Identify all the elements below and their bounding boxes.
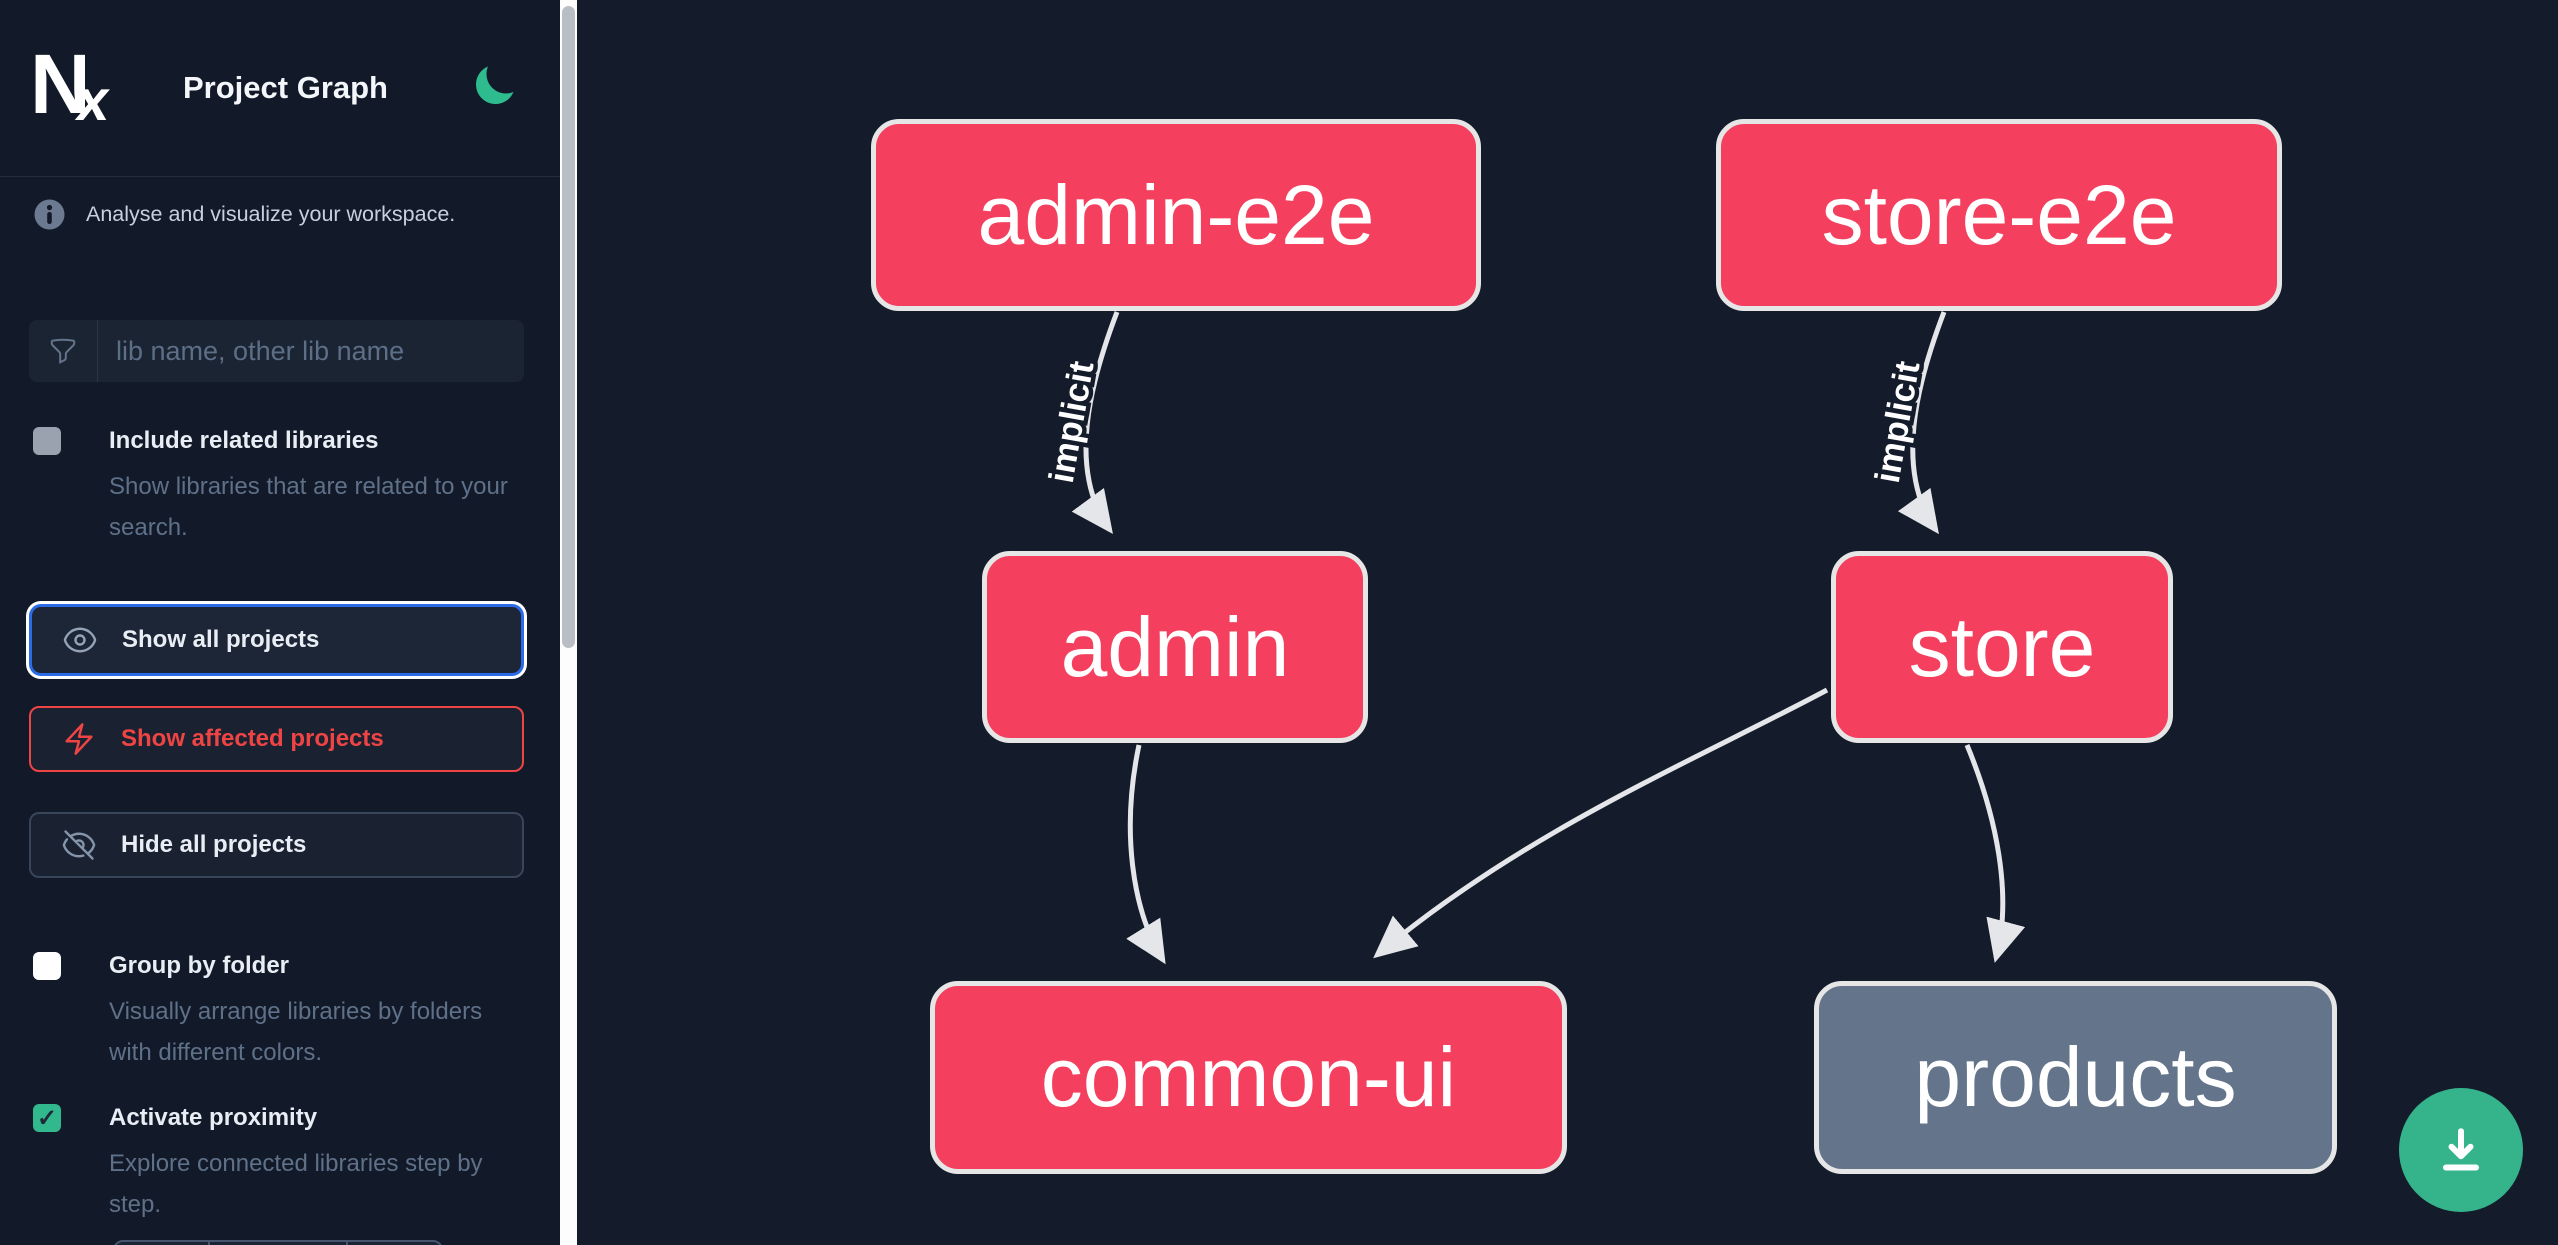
activate-proximity-description: Explore connected libraries step by step… xyxy=(109,1150,483,1218)
edge-store-common-ui xyxy=(1373,687,1829,959)
edge-label-implicit-1: implicit xyxy=(1042,358,1102,486)
node-common-ui[interactable]: common-ui xyxy=(930,981,1567,1174)
activate-proximity-row: ✓ Activate proximity Explore connected l… xyxy=(33,1103,533,1225)
moon-icon xyxy=(476,66,514,104)
activate-proximity-checkbox[interactable]: ✓ xyxy=(33,1104,61,1132)
project-graph-canvas[interactable]: implicit implicit admin-e2e store-e2e ad… xyxy=(577,0,2558,1245)
search-box xyxy=(29,320,524,382)
edge-label-implicit-2: implicit xyxy=(1868,358,1928,486)
search-icon-cell xyxy=(29,320,98,382)
bolt-icon xyxy=(65,723,93,755)
proximity-stepper[interactable] xyxy=(113,1240,443,1245)
info-icon xyxy=(34,199,65,230)
funnel-icon xyxy=(50,338,76,364)
sidebar-scrollbar-thumb[interactable] xyxy=(562,6,575,648)
edge-store-products xyxy=(1964,744,2026,963)
edges-layer: implicit implicit xyxy=(1037,311,2026,965)
hide-all-projects-button[interactable]: Hide all projects xyxy=(29,812,524,878)
sidebar: N x Project Graph Analyse and visualize … xyxy=(0,0,560,1245)
proximity-value-segment xyxy=(210,1242,348,1245)
edge-admin-e2e-admin xyxy=(1071,311,1120,535)
edge-admin-common-ui xyxy=(1126,744,1166,965)
include-related-row: Include related libraries Show libraries… xyxy=(33,426,533,548)
group-by-folder-checkbox[interactable] xyxy=(33,952,61,980)
activate-proximity-label: Activate proximity xyxy=(109,1104,318,1131)
group-by-folder-label: Group by folder xyxy=(109,952,289,979)
show-affected-projects-button[interactable]: Show affected projects xyxy=(29,706,524,772)
sidebar-header: N x Project Graph xyxy=(0,0,560,177)
node-store[interactable]: store xyxy=(1831,551,2173,743)
nx-logo: N x xyxy=(30,37,114,133)
node-store-e2e[interactable]: store-e2e xyxy=(1716,119,2282,311)
group-by-folder-row: Group by folder Visually arrange librari… xyxy=(33,951,533,1073)
show-affected-projects-label: Show affected projects xyxy=(121,725,384,752)
hide-all-projects-label: Hide all projects xyxy=(121,831,307,858)
node-admin[interactable]: admin xyxy=(982,551,1368,743)
search-input[interactable] xyxy=(98,322,524,380)
dark-mode-toggle[interactable] xyxy=(470,62,518,110)
nx-logo-n: N xyxy=(30,37,91,131)
include-related-checkbox[interactable] xyxy=(33,427,61,455)
proximity-decrement-segment[interactable] xyxy=(115,1242,210,1245)
download-icon xyxy=(2443,1128,2479,1171)
node-products[interactable]: products xyxy=(1814,981,2337,1174)
eye-slash-icon xyxy=(62,830,96,860)
include-related-label: Include related libraries xyxy=(109,427,379,454)
edge-store-e2e-store xyxy=(1897,311,1947,535)
show-all-projects-button[interactable]: Show all projects xyxy=(29,604,524,676)
workspace-tagline: Analyse and visualize your workspace. xyxy=(86,202,456,226)
show-all-projects-label: Show all projects xyxy=(122,626,320,653)
sidebar-scrollbar[interactable] xyxy=(560,0,577,1245)
workspace-tagline-row: Analyse and visualize your workspace. xyxy=(33,198,455,231)
download-image-button[interactable] xyxy=(2399,1088,2523,1212)
group-by-folder-description: Visually arrange libraries by folders wi… xyxy=(109,998,483,1066)
include-related-description: Show libraries that are related to your … xyxy=(109,473,508,541)
page-title: Project Graph xyxy=(183,70,388,105)
node-admin-e2e[interactable]: admin-e2e xyxy=(871,119,1481,311)
eye-icon xyxy=(63,627,97,653)
